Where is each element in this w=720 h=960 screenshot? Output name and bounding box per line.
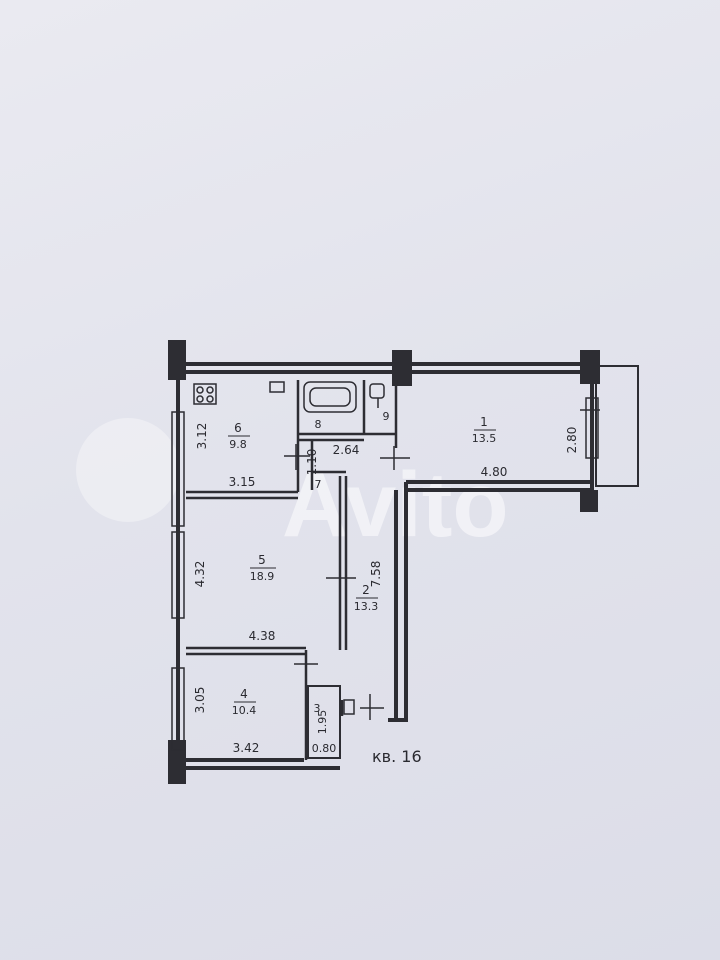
room-area-2: 13.3 <box>354 600 379 613</box>
room-label-7: 7 <box>315 478 322 491</box>
room-area-4: 10.4 <box>232 704 257 717</box>
dim-room1-height: 2.80 <box>565 427 579 454</box>
room-label-8: 8 <box>315 418 322 431</box>
windows-left <box>171 411 185 751</box>
room-area-1: 13.5 <box>472 432 497 445</box>
dim-room4-height: 3.05 <box>193 687 207 714</box>
room-label-6: 6 <box>234 421 242 435</box>
exterior-walls <box>168 340 639 784</box>
dim-corridor-height: 1.10 <box>305 449 319 476</box>
room-label-4: 4 <box>240 687 248 701</box>
room-area-6: 9.8 <box>229 438 247 451</box>
bathtub-icon <box>303 381 357 413</box>
interior-walls <box>186 380 398 760</box>
dim-corridor-width: 2.64 <box>333 443 360 457</box>
stove-icon <box>193 383 217 405</box>
dimension-labels: 3.12 3.15 2.64 1.10 4.80 2.80 4.32 4.38 … <box>193 423 579 755</box>
dim-room5-width: 4.38 <box>249 629 276 643</box>
apartment-label: кв. 16 <box>372 747 422 766</box>
dim-closet-width: 0.80 <box>312 742 337 755</box>
window-room1 <box>585 397 599 459</box>
dim-room5-height: 4.32 <box>193 561 207 588</box>
sink-icon <box>269 381 285 393</box>
room-label-2: 2 <box>362 583 370 597</box>
dim-room1-width: 4.80 <box>481 465 508 479</box>
room-label-5: 5 <box>258 553 266 567</box>
dim-hall-length: 7.58 <box>369 561 383 588</box>
room-label-1: 1 <box>480 415 488 429</box>
dim-room6-height: 3.12 <box>195 423 209 450</box>
watermark: Avito <box>76 418 509 556</box>
dim-closet-height: 1.95 <box>316 710 329 735</box>
fixtures <box>193 381 385 413</box>
dim-room4-width: 3.42 <box>233 741 260 755</box>
door-marks <box>284 409 600 720</box>
room-area-5: 18.9 <box>250 570 275 583</box>
room-label-9: 9 <box>383 410 390 423</box>
toilet-icon <box>369 383 385 399</box>
dim-room6-width: 3.15 <box>229 475 256 489</box>
room-label-3: 3 <box>314 702 321 715</box>
room-labels: 1 13.5 2 13.3 4 10.4 5 18.9 6 9.8 3 7 8 … <box>228 410 496 717</box>
